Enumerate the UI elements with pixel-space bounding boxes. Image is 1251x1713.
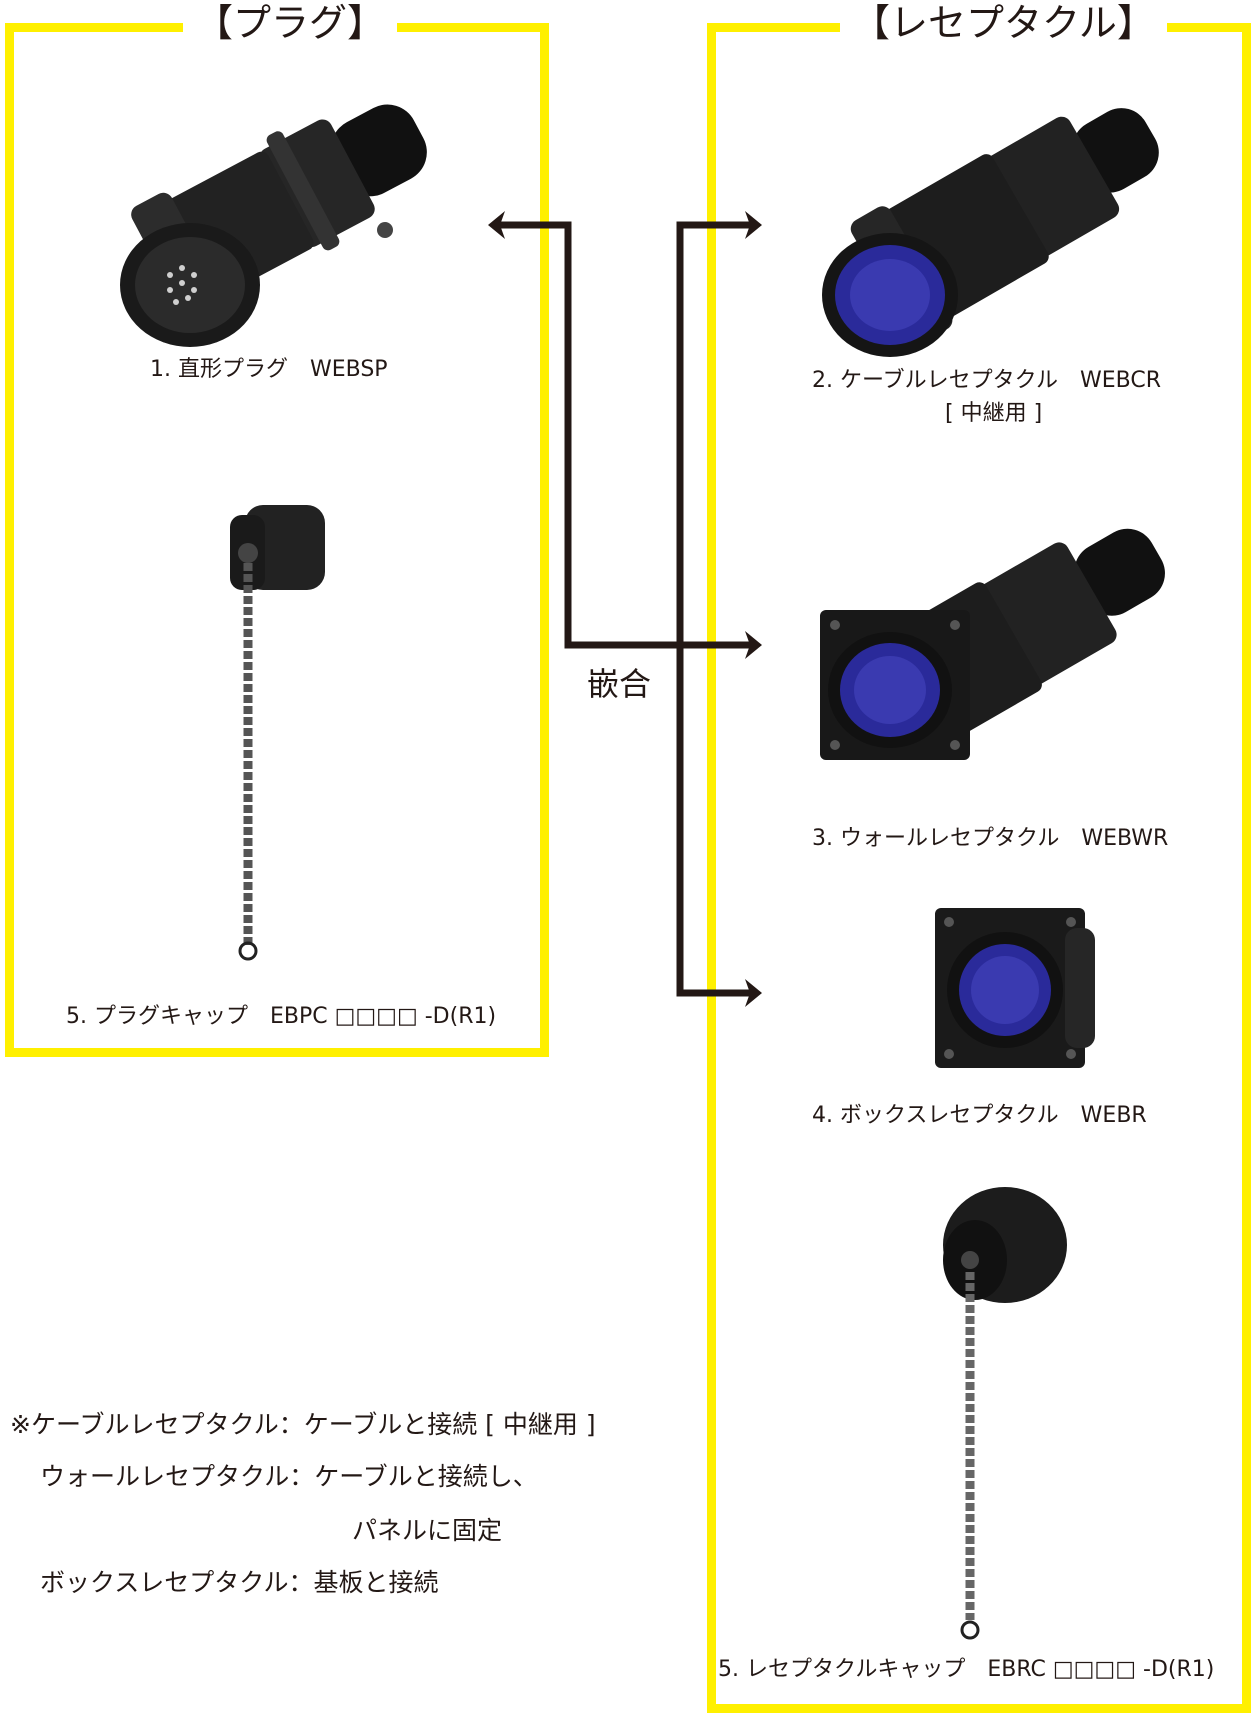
cable-receptacle-image bbox=[822, 108, 1159, 357]
note-row-2: ウォールレセプタクル：ケーブルと接続し、 bbox=[40, 1460, 538, 1494]
note-row-4: ボックスレセプタクル：基板と接続 bbox=[40, 1566, 439, 1600]
straight-plug-caption: 1. 直形プラグ WEBSP bbox=[150, 357, 388, 382]
note-description: ケーブルと接続し、 bbox=[314, 1462, 538, 1491]
arrow-head-wall-receptacle bbox=[745, 631, 762, 659]
note-row-1: ※ケーブルレセプタクル：ケーブルと接続 [ 中継用 ] bbox=[10, 1408, 596, 1442]
straight-plug-image bbox=[120, 104, 427, 347]
note-separator: ： bbox=[288, 1568, 314, 1597]
receptacle-branch-line bbox=[676, 221, 750, 997]
note-description: 基板と接続 bbox=[313, 1568, 439, 1597]
receptacle-cap-image bbox=[943, 1187, 1067, 1640]
arrow-head-box-receptacle bbox=[745, 979, 762, 1007]
box-receptacle-caption: 4. ボックスレセプタクル WEBR bbox=[812, 1103, 1147, 1128]
box-receptacle-image bbox=[935, 908, 1095, 1068]
cable-receptacle-caption-sub: [ 中継用 ] bbox=[945, 401, 1043, 426]
note-separator: ： bbox=[289, 1462, 315, 1491]
note-term: ウォールレセプタクル bbox=[40, 1462, 290, 1491]
note-separator: ： bbox=[278, 1410, 304, 1439]
arrow-head-cable-receptacle bbox=[745, 211, 762, 239]
note-row-3: パネルに固定 bbox=[352, 1514, 502, 1548]
note-description: パネルに固定 bbox=[352, 1516, 503, 1545]
note-description: ケーブルと接続 [ 中継用 ] bbox=[303, 1410, 596, 1439]
fit-label: 嵌合 bbox=[587, 665, 652, 703]
plug-cap-image bbox=[230, 505, 325, 961]
plug-cap-caption: 5. プラグキャップ EBPC □□□□ -D(R1) bbox=[66, 1004, 497, 1029]
plug-group-title: 【プラグ】 bbox=[183, 0, 398, 46]
arrow-head-plug bbox=[488, 211, 505, 239]
wall-receptacle-image bbox=[820, 528, 1165, 760]
receptacle-cap-caption: 5. レセプタクルキャップ EBRC □□□□ -D(R1) bbox=[718, 1657, 1215, 1682]
note-term: ※ケーブルレセプタクル bbox=[10, 1410, 279, 1439]
cable-receptacle-caption: 2. ケーブルレセプタクル WEBCR bbox=[812, 368, 1162, 393]
plug-link-line bbox=[497, 221, 750, 649]
note-term: ボックスレセプタクル bbox=[40, 1568, 289, 1597]
receptacle-group-title: 【レセプタクル】 bbox=[840, 0, 1167, 46]
wall-receptacle-caption: 3. ウォールレセプタクル WEBWR bbox=[812, 826, 1169, 851]
